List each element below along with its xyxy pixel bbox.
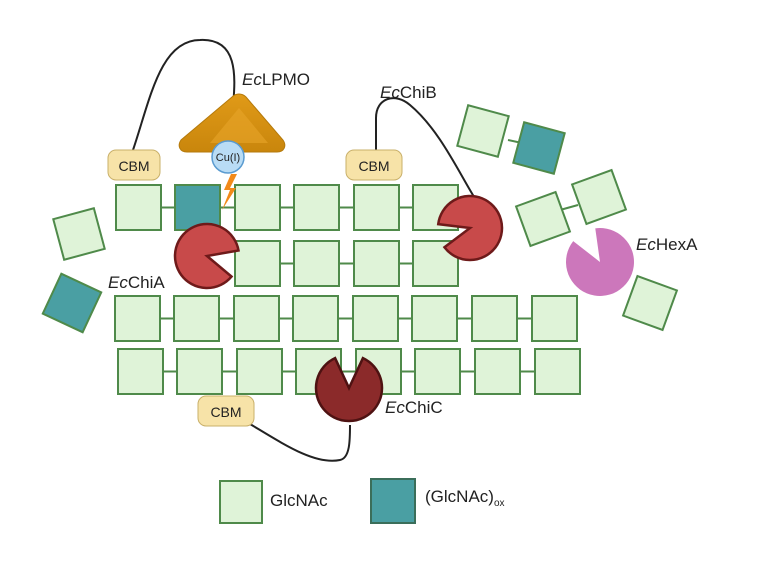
chia-enzyme [173, 222, 240, 290]
glcnac-unit [514, 190, 572, 248]
chitin-chains [114, 184, 581, 395]
legend-glcnac-label: GlcNAc [270, 491, 328, 510]
glcnac-unit [233, 295, 280, 342]
glcnac-unit [236, 348, 283, 395]
cbm-chib: CBM [345, 149, 403, 181]
glcnac-unit [621, 274, 679, 332]
glcnac-unit [117, 348, 164, 395]
glcnac-unit [234, 240, 281, 287]
lpmo-linker [132, 38, 236, 151]
glcnac-unit [234, 184, 281, 231]
glcnac-unit [456, 104, 510, 158]
chib-enzyme [436, 194, 504, 262]
legend-glcnac-ox-swatch [370, 478, 416, 524]
legend-glcnac-ox-label: (GlcNAc)ox [425, 487, 505, 509]
cbm-label: CBM [210, 404, 241, 420]
glcnac-unit [531, 295, 578, 342]
glcnac-unit [534, 348, 581, 395]
lpmo-label: EcLPMO [242, 70, 310, 89]
cbm-label: CBM [118, 158, 149, 174]
glcnac-unit [114, 295, 161, 342]
chib-linker [375, 97, 477, 201]
glycosidic-bond [559, 204, 579, 211]
cbm-chic: CBM [197, 395, 255, 427]
glcnac-unit [414, 348, 461, 395]
chic-label: EcChiC [385, 398, 443, 417]
legend-glcnac-swatch [219, 480, 263, 524]
glcnac-unit [353, 240, 400, 287]
hexa-enzyme [566, 227, 635, 296]
chib-label: EcChiB [380, 83, 437, 102]
glcnac-unit [176, 348, 223, 395]
glcnac-unit [352, 295, 399, 342]
glcnac-unit [471, 295, 518, 342]
free-sugars [41, 104, 679, 334]
chic-linker [249, 423, 351, 462]
glcnac-unit [52, 207, 106, 261]
glcnac-unit [292, 295, 339, 342]
glcnac-unit [173, 295, 220, 342]
chic-enzyme [314, 356, 384, 423]
glcnac-unit [293, 184, 340, 231]
lpmo-enzyme: Cu(I) EcLPMO [178, 70, 310, 210]
glcnac-unit [570, 168, 628, 226]
hexa-label: EcHexA [636, 235, 698, 254]
glcnac-unit [293, 240, 340, 287]
cbm-label: CBM [358, 158, 389, 174]
cbm-lpmo: CBM [107, 149, 161, 181]
copper-site [211, 140, 245, 174]
glcnac-ox-unit [41, 272, 103, 334]
glcnac-unit [411, 295, 458, 342]
chia-label: EcChiA [108, 273, 165, 292]
copper-label: Cu(I) [216, 152, 240, 164]
glcnac-ox-unit [512, 121, 566, 175]
legend: GlcNAc (GlcNAc)ox [219, 478, 505, 524]
lpmo-highlight [210, 108, 268, 143]
glcnac-unit [115, 184, 162, 231]
lightning-icon [222, 174, 237, 210]
glcnac-unit [353, 184, 400, 231]
glcnac-unit [474, 348, 521, 395]
